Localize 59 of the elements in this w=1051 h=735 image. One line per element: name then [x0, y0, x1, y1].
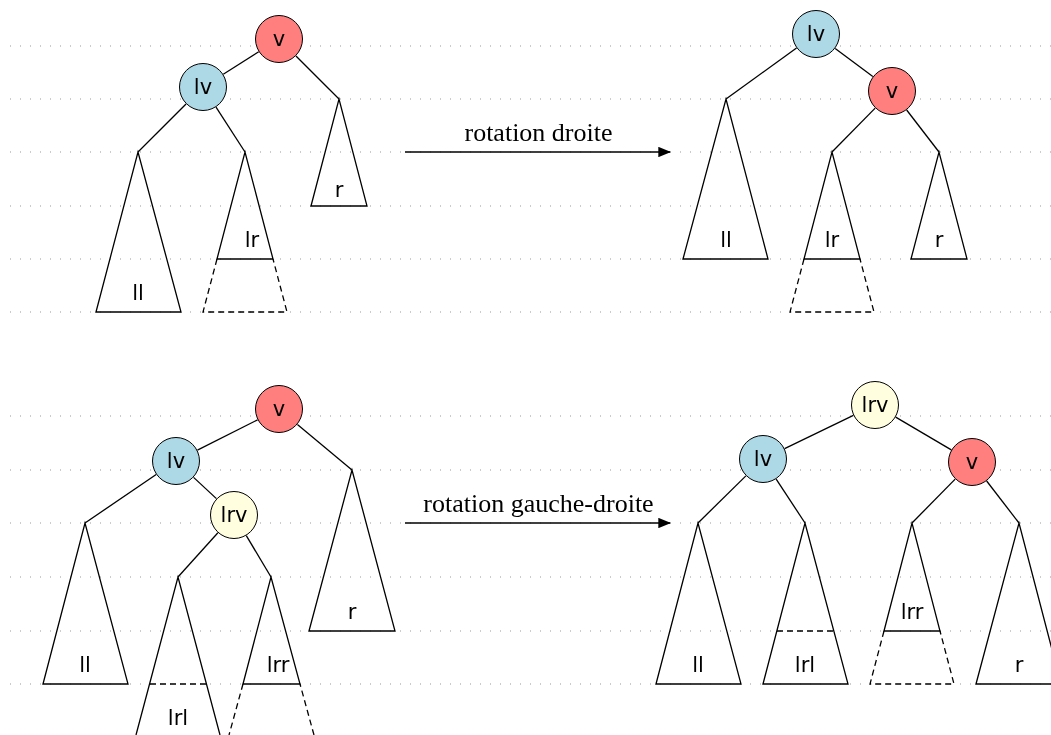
- subtree-triangle: [911, 152, 967, 259]
- node-label: r: [334, 179, 344, 201]
- tree-edge: [222, 51, 260, 75]
- tree-edge: [697, 475, 747, 524]
- tree-edge: [215, 106, 246, 153]
- tree-edge: [245, 534, 272, 578]
- node-label: ll: [692, 654, 704, 676]
- tree-edge: [986, 480, 1020, 524]
- subtree-triangle: [243, 577, 300, 684]
- node-label: lr: [244, 229, 260, 251]
- node-label: ll: [132, 282, 144, 304]
- tree-edge: [296, 423, 353, 471]
- tree-edge: [911, 478, 956, 524]
- node-label: lr: [824, 229, 840, 251]
- arrow-label: rotation droite: [464, 120, 613, 146]
- tree-edge: [177, 532, 219, 578]
- arrow-label: rotation gauche-droite: [423, 491, 654, 517]
- tree-edge: [192, 476, 218, 500]
- subtree-triangle: [884, 523, 940, 631]
- tree-node-circle: lv: [739, 435, 787, 483]
- tree-edge: [895, 416, 952, 451]
- subtree-triangle: [43, 523, 128, 684]
- subtree-triangle: [683, 99, 768, 259]
- node-label: r: [1014, 654, 1024, 676]
- tree-edge: [783, 414, 855, 450]
- subtree-triangle: [804, 152, 860, 259]
- tree-node-circle: v: [255, 385, 303, 433]
- subtree-triangle: [976, 523, 1051, 684]
- tree-edge: [906, 109, 940, 153]
- subtree-triangle: [656, 523, 741, 684]
- tree-edge: [137, 103, 187, 153]
- node-label: lrl: [794, 654, 816, 676]
- tree-edge: [84, 473, 157, 524]
- tree-edge: [775, 478, 806, 524]
- tree-node-circle: lv: [792, 10, 840, 58]
- node-label: lrr: [900, 601, 924, 623]
- node-label: r: [934, 229, 944, 251]
- subtree-triangle: [309, 470, 395, 631]
- tree-edge: [196, 419, 259, 451]
- tree-edge: [834, 47, 874, 78]
- tree-edge: [725, 47, 798, 100]
- tree-node-circle: v: [948, 438, 996, 486]
- node-label: ll: [720, 229, 732, 251]
- node-label: lrr: [266, 654, 290, 676]
- subtree-triangle: [311, 99, 367, 206]
- tree-edge: [831, 107, 876, 153]
- subtree-triangle: [96, 152, 181, 312]
- tree-node-circle: v: [255, 15, 303, 63]
- node-label: lrl: [167, 707, 189, 729]
- subtree-triangle: [763, 523, 848, 684]
- node-label: r: [347, 601, 357, 623]
- node-label: ll: [79, 654, 91, 676]
- tree-node-circle: lv: [179, 63, 227, 111]
- tree-node-circle: lrv: [851, 381, 899, 429]
- tree-node-circle: lv: [152, 437, 200, 485]
- subtree-triangle: [217, 152, 273, 259]
- tree-node-circle: lrv: [210, 491, 258, 539]
- tree-node-circle: v: [868, 67, 916, 115]
- tree-edge: [295, 55, 340, 100]
